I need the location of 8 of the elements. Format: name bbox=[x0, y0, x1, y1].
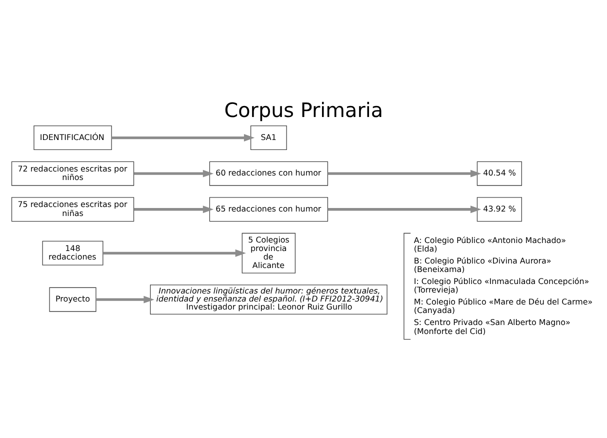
arrow bbox=[328, 206, 482, 214]
arrow bbox=[96, 296, 154, 304]
arrow bbox=[112, 134, 255, 142]
arrow bbox=[328, 170, 482, 178]
arrow bbox=[134, 170, 214, 178]
arrow bbox=[134, 206, 214, 214]
diagram-title: Corpus Primaria bbox=[224, 99, 384, 122]
arrow bbox=[102, 249, 246, 257]
